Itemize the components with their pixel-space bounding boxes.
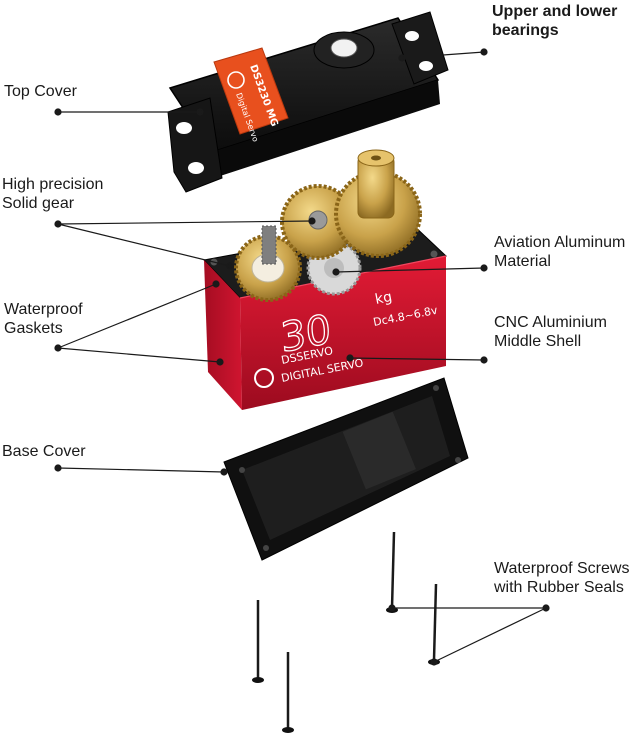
pinion-gear bbox=[262, 226, 276, 264]
label-aluminum: Aviation Aluminum Material bbox=[494, 233, 625, 271]
screws bbox=[252, 532, 440, 733]
top-cover: DS3230 MG Digital Servo bbox=[168, 12, 448, 192]
label-base-cover: Base Cover bbox=[2, 442, 86, 461]
shell-torque-unit: kg bbox=[374, 289, 394, 308]
leader-screws bbox=[389, 605, 549, 665]
screw-2 bbox=[428, 584, 440, 665]
label-top-cover: Top Cover bbox=[4, 82, 77, 101]
label-gear: High precision Solid gear bbox=[2, 175, 103, 213]
screw-4 bbox=[282, 652, 294, 733]
label-screws: Waterproof Screws with Rubber Seals bbox=[494, 559, 629, 597]
label-bearings: Upper and lower bearings bbox=[492, 2, 617, 40]
screw-3 bbox=[252, 600, 264, 683]
label-gaskets: Waterproof Gaskets bbox=[4, 300, 83, 338]
leader-base-cover bbox=[55, 465, 227, 475]
label-middle-shell: CNC Aluminium Middle Shell bbox=[494, 313, 607, 351]
screw-1 bbox=[386, 532, 398, 613]
